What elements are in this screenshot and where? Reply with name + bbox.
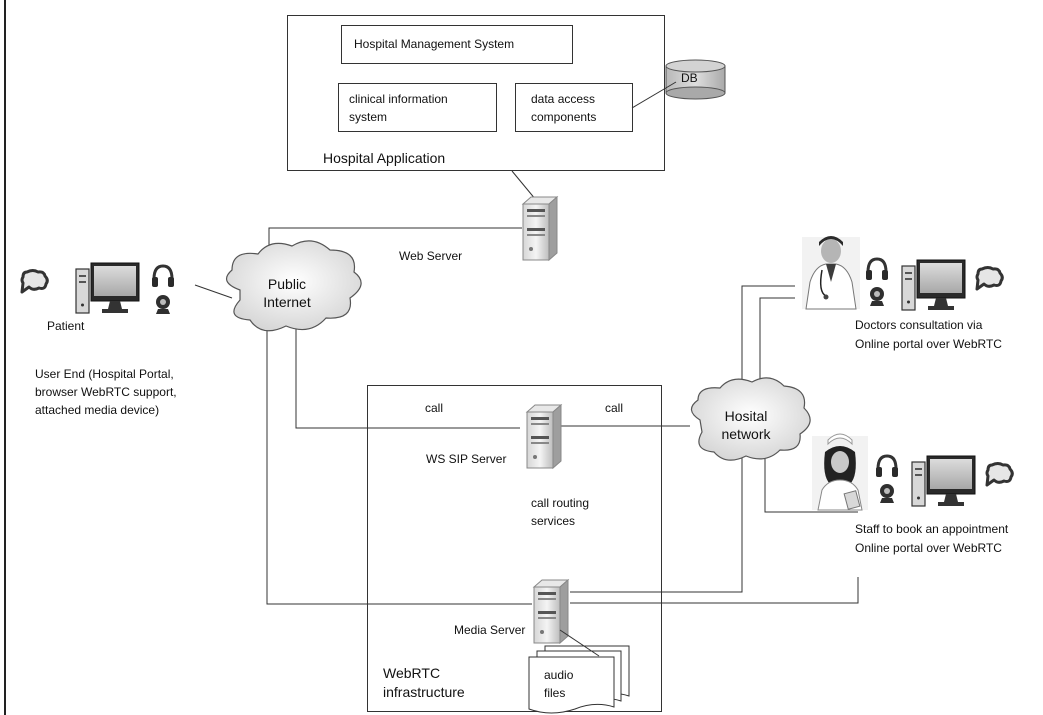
staff-chat-icon: [985, 462, 1014, 487]
web-server-label: Web Server: [399, 249, 463, 263]
staff-avatar-icon: [812, 433, 868, 511]
webrtc-infrastructure-label: WebRTC infrastructure: [383, 665, 465, 700]
doctor-webcam-icon: [870, 287, 884, 306]
app-webserver-link: [511, 170, 537, 201]
staff-headset-icon: [874, 454, 900, 479]
patient-headset-icon: [150, 264, 176, 289]
dac-box: [515, 83, 633, 132]
audio-files-label: audio files: [544, 668, 574, 700]
sip-server-icon: [526, 404, 562, 469]
hms-box: [341, 25, 573, 64]
public-internet-cloud: [225, 240, 362, 332]
patient-description: User End (Hospital Portal, browser WebRT…: [35, 367, 177, 417]
media-server-icon: [533, 579, 569, 644]
sip-server-label: WS SIP Server: [426, 452, 507, 466]
hospital-staff-link: [764, 440, 858, 513]
doctor-headset-icon: [864, 257, 890, 282]
cis-box: [338, 83, 497, 132]
doctor-avatar-icon: [802, 236, 860, 310]
call-right-label: call: [605, 401, 624, 415]
hospital-network-cloud: [690, 377, 811, 461]
doctor-chat-icon: [975, 266, 1004, 291]
dac-db-link: [631, 81, 677, 109]
public-internet-label: Public Internet: [263, 276, 311, 310]
staff-webcam-icon: [880, 484, 894, 503]
dac-label: data access components: [531, 92, 597, 124]
media-server-label: Media Server: [454, 623, 526, 637]
patient-computer-icon: [75, 262, 140, 314]
patient-chat-icon: [20, 269, 49, 294]
internet-media-link: [266, 325, 532, 605]
staff-description: Staff to book an appointment Online port…: [855, 522, 1009, 555]
hospital-application-label: Hospital Application: [323, 150, 446, 166]
hospital-doctor-link-b: [759, 297, 795, 398]
patient-internet-link: [194, 284, 233, 299]
connection-lines: [194, 170, 859, 605]
hms-label: Hospital Management System: [354, 37, 515, 51]
web-server-icon: [522, 196, 558, 261]
staff-media-link: [570, 577, 859, 604]
cis-label: clinical information system: [349, 92, 448, 124]
audio-files-icon: [528, 645, 630, 714]
media-audio-link: [559, 629, 600, 657]
doctor-description: Doctors consultation via Online portal o…: [855, 318, 1002, 351]
left-border-line: [4, 0, 6, 715]
hospital-media-link: [570, 448, 743, 593]
webrtc-infrastructure-box: [367, 385, 662, 712]
patient-label: Patient: [47, 319, 85, 333]
db-cylinder: [665, 59, 726, 100]
call-left-label: call: [425, 401, 444, 415]
db-label: DB: [681, 71, 698, 85]
doctor-computer-icon: [901, 259, 966, 311]
staff-computer-icon: [911, 455, 976, 507]
hospital-network-label: Hosital network: [721, 408, 771, 442]
call-routing-label: call routing services: [531, 496, 590, 528]
hospital-doctor-link-a: [741, 285, 795, 398]
internet-sip-link: [295, 320, 520, 429]
patient-webcam-icon: [156, 295, 170, 314]
